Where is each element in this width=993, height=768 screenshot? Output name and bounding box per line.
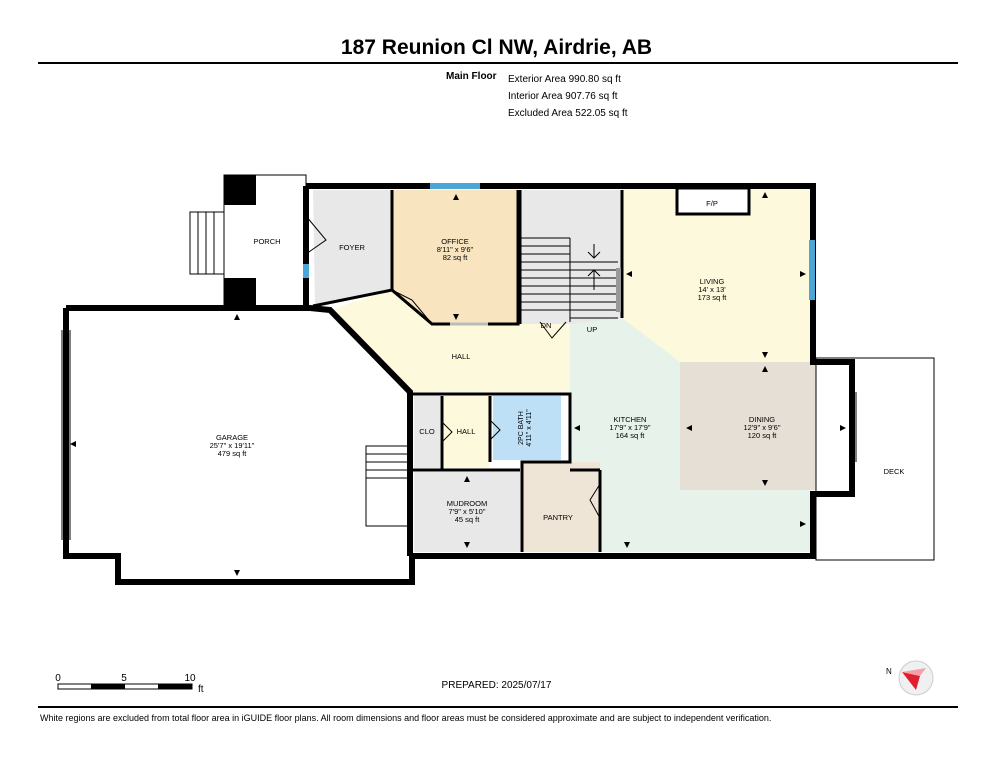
deck-label: DECK	[884, 467, 905, 476]
office-dims: 8'11" x 9'6"	[437, 245, 474, 254]
garage-fill	[66, 308, 410, 580]
living-dims: 14' x 13'	[698, 285, 726, 294]
windows	[303, 183, 815, 300]
kitchen-dims: 17'9" x 17'9"	[609, 423, 650, 432]
office-fill	[392, 190, 518, 324]
dimension-arrows	[70, 192, 846, 576]
exterior-area: Exterior Area 990.80 sq ft	[508, 74, 621, 85]
mudroom-dims: 7'9" x 5'10"	[449, 507, 486, 516]
dining-area: 120 sq ft	[748, 431, 778, 440]
bath-fill	[493, 396, 561, 460]
scale-tick-0: 0	[55, 673, 61, 684]
staircase	[520, 237, 618, 322]
scale-bar: 0 5 10 ft	[55, 673, 204, 695]
compass-icon: N	[886, 660, 934, 696]
porch-steps	[189, 211, 225, 275]
kitchen-label: KITCHEN	[614, 415, 647, 424]
kitchen-fill	[570, 318, 810, 552]
hall-fill	[330, 290, 570, 392]
office-area: 82 sq ft	[443, 253, 469, 262]
pantry-fill	[522, 462, 600, 552]
garage-label: GARAGE	[216, 433, 248, 442]
footer-rule	[38, 706, 958, 708]
porch-post-bottom	[224, 278, 256, 308]
living-fill	[622, 188, 810, 362]
porch-post-top	[224, 175, 256, 205]
foyer-fill	[313, 190, 392, 306]
excluded-area: Excluded Area 522.05 sq ft	[508, 108, 628, 119]
mudroom-label: MUDROOM	[447, 499, 487, 508]
foyer-label: FOYER	[339, 243, 365, 252]
main-hall-label: HALL	[452, 352, 471, 361]
deck-outline	[815, 357, 935, 561]
stair-down-label: DN	[541, 321, 552, 330]
garage-door	[61, 330, 857, 540]
garage-area: 479 sq ft	[218, 449, 248, 458]
mudroom-fill	[414, 472, 520, 552]
garage-dims: 25'7" x 19'11"	[210, 441, 255, 450]
small-hall-label: HALL	[457, 427, 476, 436]
dining-dims: 12'9" x 9'6"	[744, 423, 781, 432]
living-label: LIVING	[700, 277, 725, 286]
compass-north-label: N	[886, 667, 892, 676]
stair-rail	[616, 268, 621, 312]
bath-label: 2PC BATH	[518, 411, 525, 445]
floor-name: Main Floor	[446, 71, 497, 82]
mudroom-area: 45 sq ft	[455, 515, 481, 524]
doors	[305, 215, 601, 519]
prepared-date: PREPARED: 2025/07/17	[441, 680, 552, 691]
stair-up-label: UP	[587, 325, 597, 334]
bath-dims: 4'11" x 4'11"	[526, 409, 533, 447]
header-rule	[38, 62, 958, 64]
page-title: 187 Reunion Cl NW, Airdrie, AB	[340, 36, 653, 59]
exterior-walls	[63, 183, 855, 585]
kitchen-area: 164 sq ft	[616, 431, 646, 440]
scale-tick-5: 5	[121, 673, 127, 684]
pantry-label: PANTRY	[543, 513, 573, 522]
interior-area: Interior Area 907.76 sq ft	[508, 91, 618, 102]
scale-tick-10: 10	[184, 673, 196, 684]
garage-steps	[365, 445, 411, 527]
fireplace	[675, 186, 751, 216]
area-summary: Exterior Area 990.80 sq ft Interior Area…	[508, 71, 628, 122]
living-area: 173 sq ft	[698, 293, 728, 302]
porch-label: PORCH	[253, 237, 280, 246]
office-label: OFFICE	[441, 237, 469, 246]
clo-fill	[414, 396, 440, 468]
stair-fill	[520, 190, 622, 324]
scale-unit: ft	[198, 684, 204, 695]
disclaimer: White regions are excluded from total fl…	[40, 713, 772, 723]
closet-label: CLO	[419, 427, 435, 436]
fireplace-label: F/P	[706, 199, 718, 208]
dining-label: DINING	[749, 415, 775, 424]
